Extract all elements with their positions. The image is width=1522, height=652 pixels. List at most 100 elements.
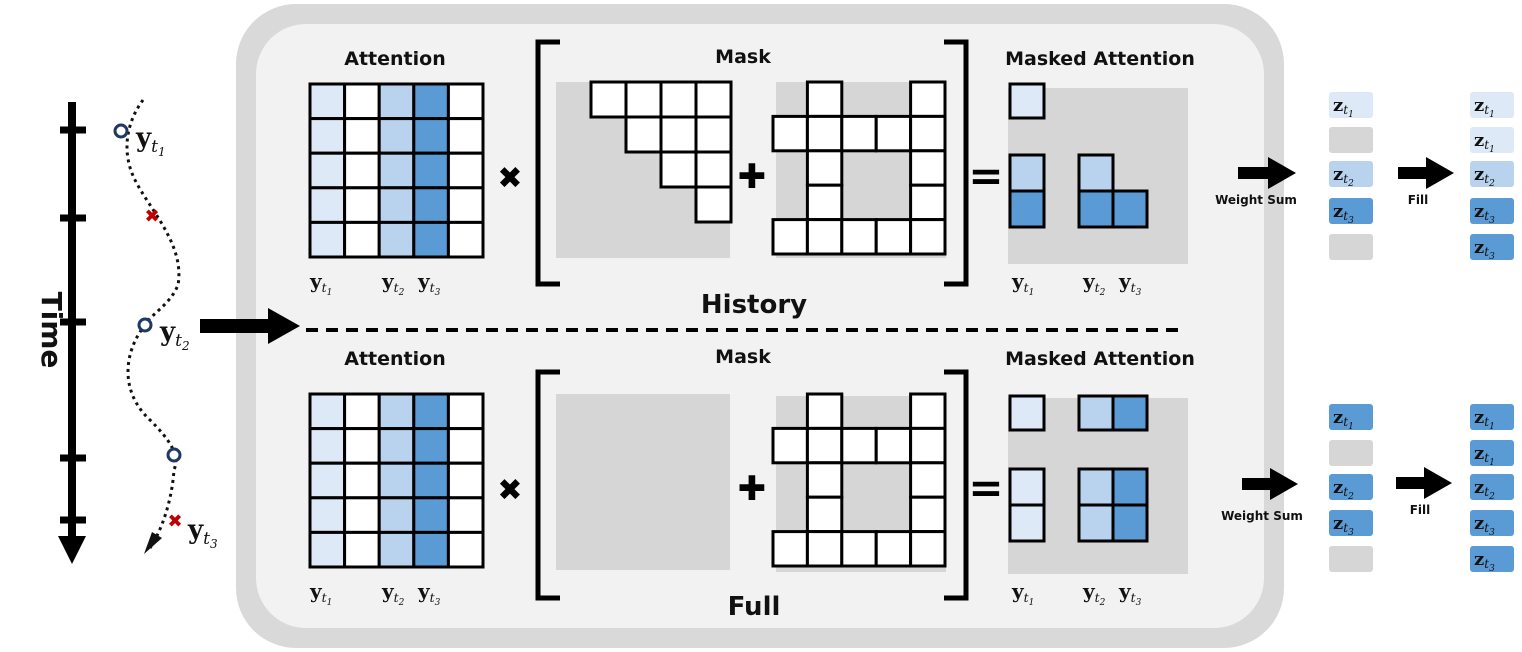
history-mask-brackets: [535, 39, 969, 287]
history-attention-cell: [446, 117, 485, 155]
full-attention-cell: [377, 530, 416, 569]
history-filled-z-token: zt3: [1470, 198, 1514, 226]
history-attention-cell: [412, 186, 450, 224]
full-attention-cell: [446, 496, 485, 534]
observed-mask-cell: [874, 114, 913, 153]
full-mask-brackets: [535, 369, 969, 601]
history-attention-cell: [412, 82, 450, 121]
full-weighted-z-token: [1329, 440, 1373, 466]
full-attention-cell: [446, 392, 485, 431]
observed-mask-cell: [909, 426, 947, 465]
full-masked-title: Masked Attention: [1005, 348, 1195, 370]
col-label-y-t2: yt2: [381, 269, 405, 298]
history-attention-cell: [377, 220, 416, 259]
masked-cell: [1077, 153, 1115, 193]
full-title: Full: [728, 592, 781, 622]
history-attention-cell: [446, 82, 485, 121]
observed-mask-cell: [909, 461, 947, 499]
observed-mask-cell: [909, 114, 947, 153]
missing-point-icon: ✖: [144, 206, 159, 227]
masked-cell: [1111, 467, 1149, 507]
causal-mask-cell: [694, 150, 733, 189]
history-attention-cell: [343, 220, 381, 259]
svg-text:yt1: yt1: [135, 123, 166, 159]
history-attention-cell: [446, 151, 485, 190]
full-attention-cell: [446, 427, 485, 465]
col-label-y-t3: yt3: [1118, 579, 1142, 608]
svg-text:zt3: zt3: [1474, 201, 1495, 226]
col-label-y-t1: yt1: [1011, 579, 1034, 608]
observed-mask-cell: [805, 114, 844, 153]
svg-text:zt3: zt3: [1474, 237, 1495, 262]
full-fill-arrow-icon: [1396, 467, 1452, 499]
history-attention-cell: [377, 82, 416, 121]
masked-cell: [1077, 467, 1115, 507]
history-attention-cell: [412, 151, 450, 190]
input-arrow-icon: [200, 308, 300, 344]
masked-cell: [1077, 503, 1115, 543]
col-label-y-t1: yt1: [1011, 269, 1034, 298]
col-label-y-t3: yt3: [1118, 269, 1142, 298]
full-equals-icon: =: [968, 463, 1003, 512]
svg-text:zt3: zt3: [1474, 549, 1495, 574]
causal-mask-cell: [659, 150, 698, 189]
full-attention-cell: [412, 392, 450, 431]
observed-mask-cell: [805, 149, 844, 187]
full-weighted-z-token: [1329, 546, 1373, 572]
full-attention-cell: [343, 496, 381, 534]
time-axis: [58, 102, 86, 564]
observed-mask-cell: [805, 461, 844, 499]
history-attention-cell: [308, 220, 347, 259]
full-filled-z-token: zt1: [1470, 404, 1514, 432]
history-attention-cell: [343, 117, 381, 155]
history-weighted-z-token: zt2: [1329, 161, 1373, 189]
observed-mask-cell: [805, 530, 844, 568]
svg-text:yt2: yt2: [159, 317, 190, 353]
svg-text:zt3: zt3: [1333, 513, 1354, 538]
col-label-y-t3: yt3: [417, 269, 441, 298]
masked-cell: [1008, 394, 1046, 432]
full-attention-cell: [377, 392, 416, 431]
history-weight-sum-arrow-icon: [1238, 157, 1296, 189]
svg-text:zt1: zt1: [1333, 407, 1354, 432]
observed-mask-cell: [874, 426, 913, 465]
causal-mask-cell: [659, 115, 698, 154]
trajectory-label-2: yt2: [159, 317, 190, 353]
observed-point-marker: [137, 317, 153, 333]
full-plus-icon: ✚: [738, 469, 767, 509]
observed-mask-cell: [874, 530, 913, 568]
missing-point-icon: ✖: [167, 511, 182, 532]
full-attention-cell: [308, 427, 347, 465]
observed-mask-cell: [909, 530, 947, 568]
history-attention-cell: [343, 186, 381, 224]
history-masked-title: Masked Attention: [1005, 48, 1195, 70]
full-mask-title: Mask: [715, 346, 771, 368]
observed-mask-cell: [771, 218, 809, 256]
history-attention-cell: [377, 151, 416, 190]
observed-mask-cell: [909, 218, 947, 256]
full-attention-title: Attention: [344, 348, 445, 370]
observed-mask-cell: [909, 80, 947, 118]
svg-text:zt1: zt1: [1474, 130, 1495, 155]
svg-text:yt3: yt3: [187, 515, 218, 551]
observed-mask-cell: [840, 530, 878, 568]
history-attention-cell: [412, 117, 450, 155]
observed-mask-cell: [771, 114, 809, 153]
history-filled-z-token: zt1: [1470, 92, 1514, 120]
svg-text:zt2: zt2: [1474, 477, 1495, 502]
history-weighted-z-token: zt3: [1329, 198, 1373, 226]
observed-point-marker: [113, 123, 129, 139]
full-attention-cell: [377, 461, 416, 500]
history-attention-cell: [308, 186, 347, 224]
svg-text:zt2: zt2: [1333, 477, 1354, 502]
observed-mask-cell: [805, 426, 844, 465]
full-attention-cell: [343, 427, 381, 465]
observed-mask-cell: [805, 392, 844, 430]
full-fill-label: Fill: [1410, 503, 1431, 517]
full-attention-cell: [446, 461, 485, 500]
col-label-y-t2: yt2: [1082, 579, 1106, 608]
history-attention-cell: [343, 151, 381, 190]
causal-mask-cell: [694, 80, 733, 119]
full-filled-z-token: zt1: [1470, 440, 1514, 468]
masked-cell: [1077, 189, 1115, 229]
